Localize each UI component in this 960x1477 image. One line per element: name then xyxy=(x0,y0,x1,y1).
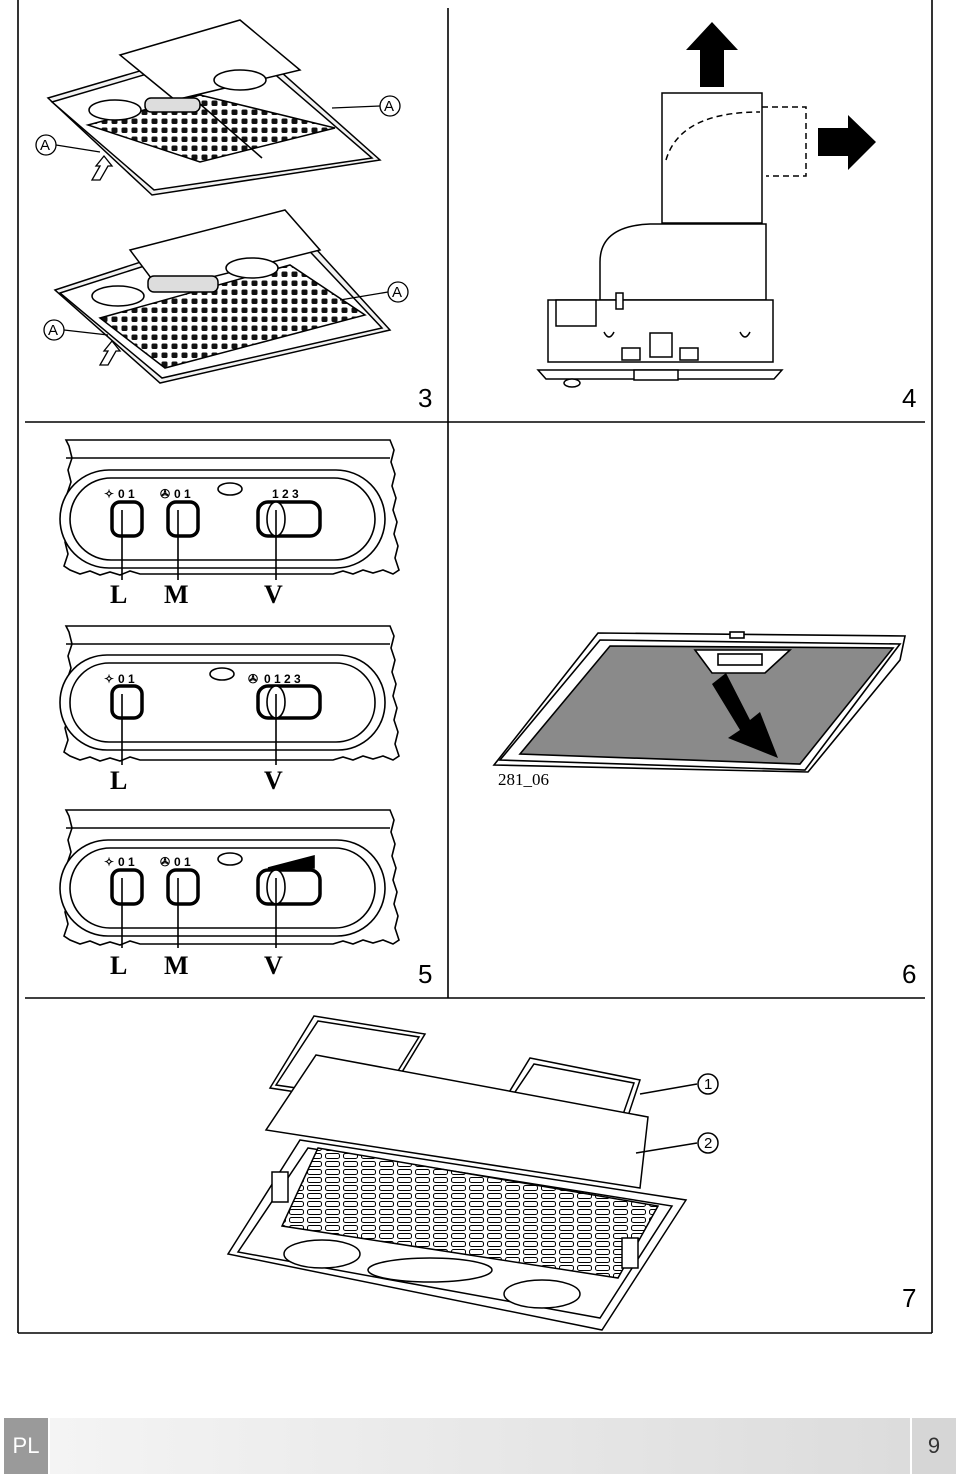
lamp-icon-1: ✧ xyxy=(104,487,114,501)
motor-marks-3: 0 1 xyxy=(174,855,191,869)
light-marks-3: 0 1 xyxy=(118,855,135,869)
speed-marks-2: 0 1 2 3 xyxy=(264,672,301,686)
figure-7: 1 2 7 xyxy=(226,1015,916,1331)
figure-5: 0 1 0 1 1 2 3 ✧ ✇ L M V 0 1 0 1 2 3 ✧ ✇ … xyxy=(59,439,432,989)
instruction-figures: A A A A 3 4 xyxy=(17,0,933,1334)
callout-2: 2 xyxy=(704,1135,712,1152)
page-number: 9 xyxy=(912,1418,956,1474)
pull-arrow-icon xyxy=(712,673,778,758)
callout-1: 1 xyxy=(704,1076,712,1093)
figure-4: 4 xyxy=(536,22,916,413)
figure-3: A A A A 3 xyxy=(35,19,432,413)
callout-a-2: A xyxy=(384,98,394,115)
figure-grid xyxy=(17,0,933,1334)
label-v-1: V xyxy=(264,580,283,609)
label-v-3: V xyxy=(264,951,283,980)
hood-side-view xyxy=(536,92,807,388)
speed-marks-1: 1 2 3 xyxy=(272,487,299,501)
hood-lower xyxy=(53,209,392,384)
grease-filter-frame xyxy=(492,631,906,773)
footer-bar xyxy=(50,1418,910,1474)
label-v-2: V xyxy=(264,766,283,795)
figure-7-number: 7 xyxy=(902,1283,916,1313)
motor-marks-1: 0 1 xyxy=(174,487,191,501)
hood-underside xyxy=(226,1139,688,1331)
label-l-2: L xyxy=(110,766,127,795)
lamp-icon-3: ✧ xyxy=(104,855,114,869)
light-marks-1: 0 1 xyxy=(118,487,135,501)
figure-code: 281_06 xyxy=(498,770,549,789)
right-arrow-icon xyxy=(818,115,876,170)
label-l-1: L xyxy=(110,580,127,609)
control-panel-3 xyxy=(59,809,400,948)
figure-5-number: 5 xyxy=(418,959,432,989)
label-m-1: M xyxy=(164,580,189,609)
fan-icon-3: ✇ xyxy=(160,855,170,869)
filter-frames xyxy=(264,1015,719,1189)
fan-icon-1: ✇ xyxy=(160,487,170,501)
language-tab: PL xyxy=(4,1418,48,1474)
label-m-3: M xyxy=(164,951,189,980)
fan-icon-2: ✇ xyxy=(248,672,258,686)
figure-4-number: 4 xyxy=(902,383,916,413)
figure-3-number: 3 xyxy=(418,383,432,413)
figure-6-number: 6 xyxy=(902,959,916,989)
control-panel-2 xyxy=(59,625,400,765)
lamp-icon-2: ✧ xyxy=(104,672,114,686)
callout-a-group xyxy=(35,95,409,366)
callout-a-1: A xyxy=(40,137,50,154)
control-panel-1 xyxy=(59,439,400,580)
up-arrow-icon xyxy=(686,22,738,87)
hood-upper xyxy=(46,19,382,196)
callout-a-3: A xyxy=(48,322,58,339)
light-marks-2: 0 1 xyxy=(118,672,135,686)
label-l-3: L xyxy=(110,951,127,980)
page-footer: PL 9 xyxy=(0,1418,960,1477)
callout-a-4: A xyxy=(392,284,402,301)
figure-6: 281_06 6 xyxy=(492,631,916,989)
